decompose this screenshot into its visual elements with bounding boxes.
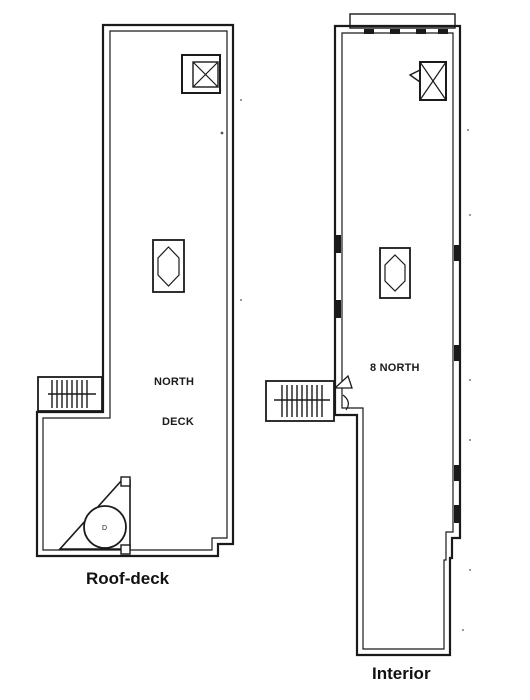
interior-left-windows xyxy=(336,235,341,318)
interior-right-windows xyxy=(454,245,459,523)
interior-inner-wall xyxy=(341,32,454,650)
interior-top-windows xyxy=(364,29,448,34)
roof-deck-stairs xyxy=(37,376,103,412)
interior-room-label: 8 NORTH xyxy=(370,362,420,374)
roof-deck-water-tank: D xyxy=(58,476,131,555)
roof-deck-caption: Roof-deck xyxy=(86,569,170,588)
interior-skylight xyxy=(379,247,411,299)
roof-deck-skylight xyxy=(152,239,185,293)
interior-outer-wall xyxy=(333,24,462,657)
roof-deck-label-line1: NORTH xyxy=(154,376,194,388)
roof-deck-label-line2: DECK xyxy=(162,416,194,428)
interior-plan: 8 NORTH Interior xyxy=(265,13,471,683)
water-tank-label: D xyxy=(102,525,107,532)
roof-deck-plan: D NORTH DECK Roof-deck xyxy=(35,23,242,588)
roof-deck-outer-wall xyxy=(35,23,235,558)
interior-caption: Interior xyxy=(372,664,431,683)
interior-stairs xyxy=(265,374,353,422)
interior-hatch xyxy=(408,61,447,101)
roof-deck-hatch xyxy=(181,54,221,94)
roof-deck-inner-wall xyxy=(42,30,228,551)
interior-parapet xyxy=(349,13,456,29)
